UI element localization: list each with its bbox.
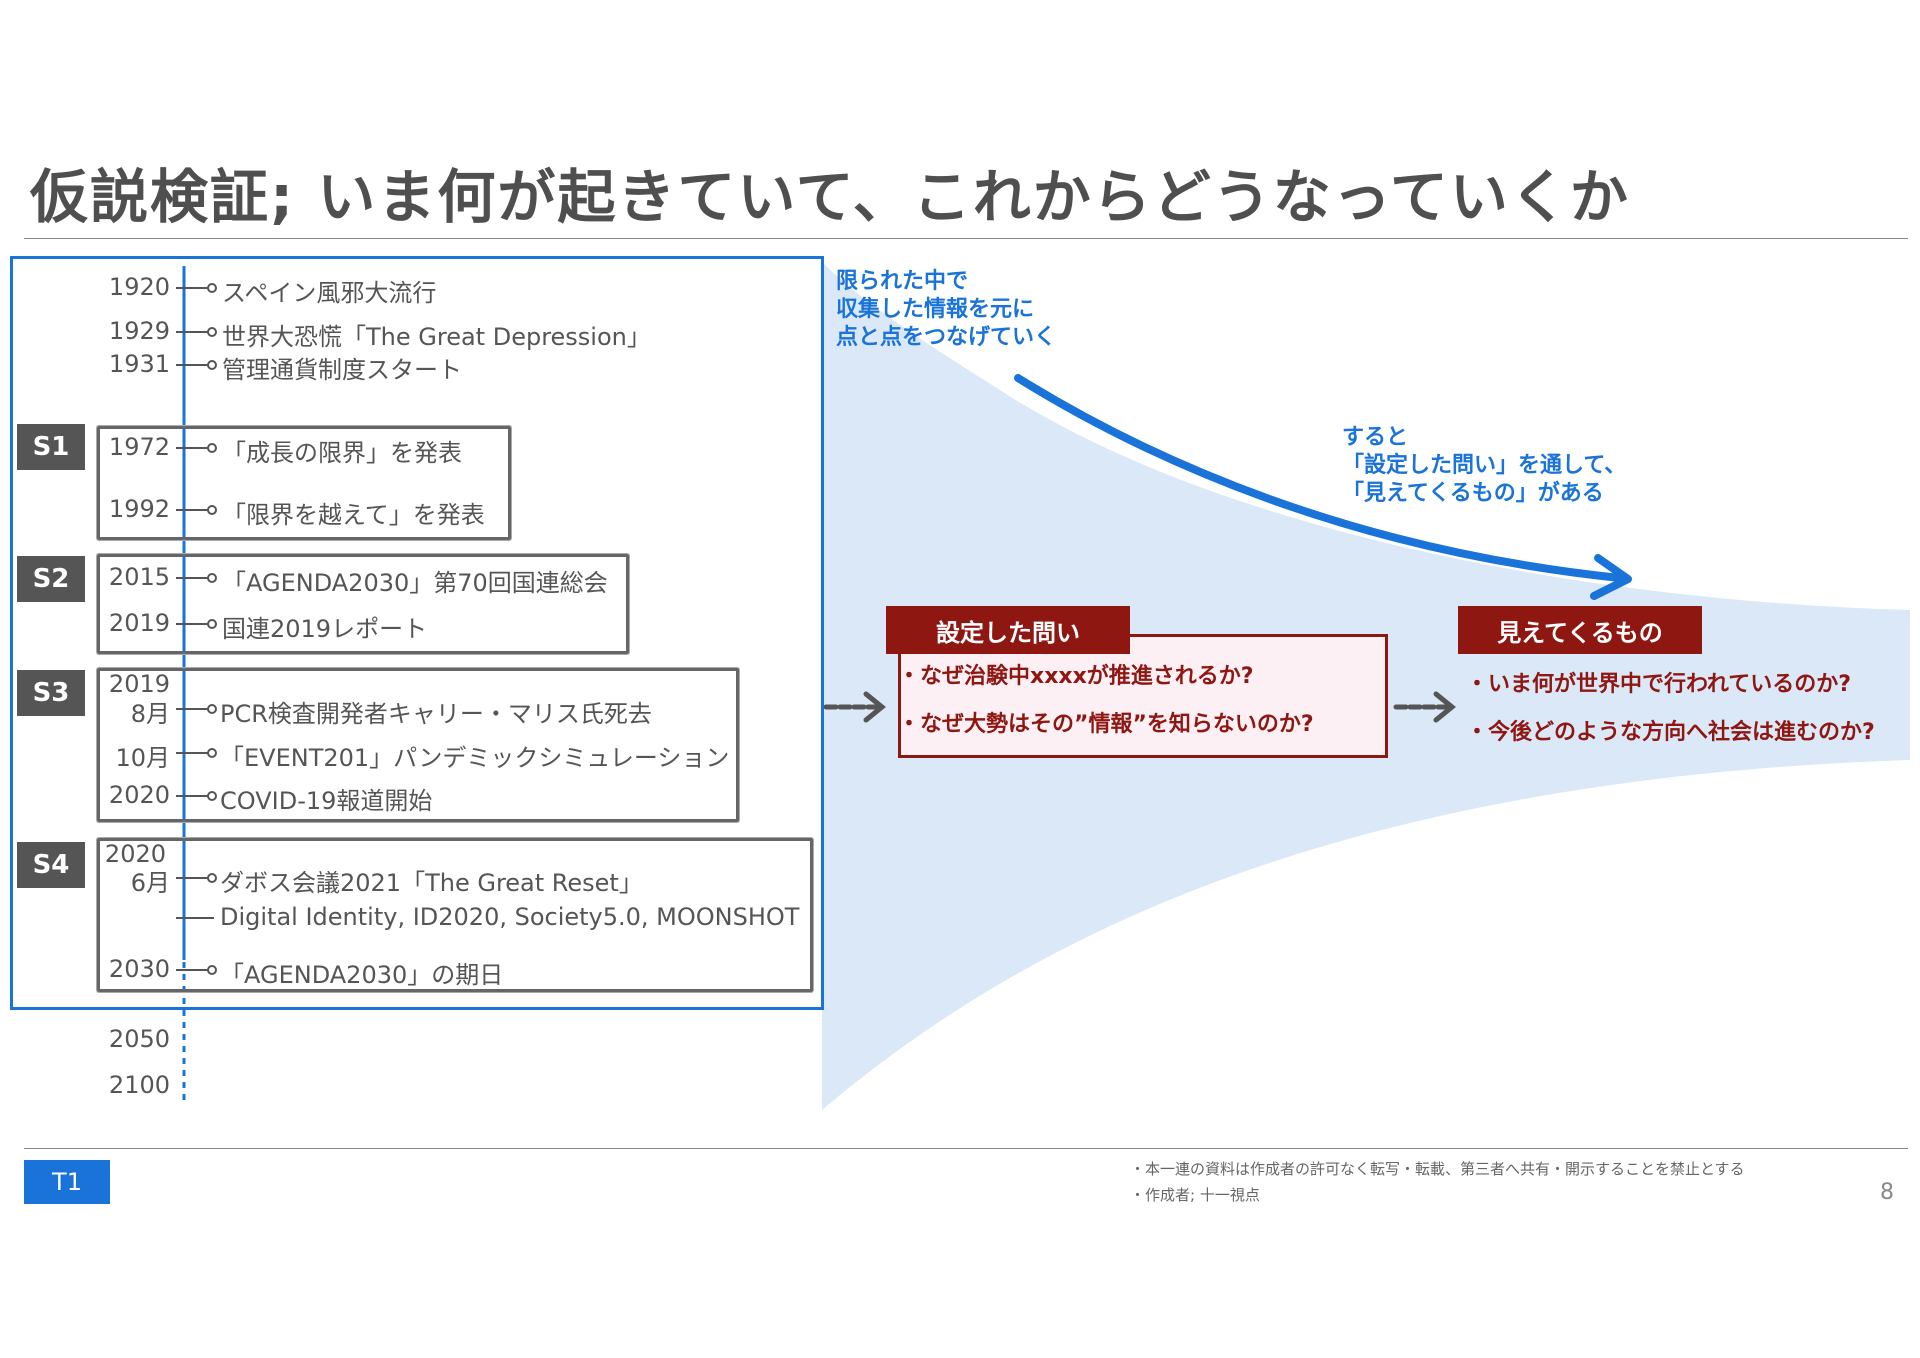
year-1929: 1929 (108, 317, 170, 345)
event-covid19: COVID-19報道開始 (220, 787, 433, 815)
note-mid-line-1: すると (1342, 425, 1409, 450)
note-top-line-2: 収集した情報を元に (836, 297, 1035, 322)
note-connect-dots: 限られた中で 収集した情報を元に 点と点をつなげていく (836, 268, 1056, 352)
event-managed-currency: 管理通貨制度スタート (222, 356, 462, 384)
section-box-s2 (97, 554, 629, 654)
event-great-depression: 世界大恐慌「The Great Depression」 (222, 323, 651, 351)
event-beyond-limits: 「限界を越えて」を発表 (222, 501, 485, 529)
event-un-report-2019: 国連2019レポート (222, 615, 428, 643)
section-box-s1 (97, 426, 511, 540)
footer-notice: ・本一連の資料は作成者の許可なく転写・転載、第三者へ共有・開示することを禁止とす… (1130, 1160, 1745, 1178)
year-2019: 2019 (108, 609, 170, 637)
slide-tag: T1 (24, 1160, 110, 1204)
insight-item-1: ・いま何が世界中で行われているのか? (1466, 672, 1852, 697)
tick-2030 (176, 965, 217, 975)
note-mid-line-3: 「見えてくるもの」がある (1342, 481, 1604, 506)
year-1931: 1931 (108, 350, 170, 378)
right-connector-arrow (1393, 691, 1456, 723)
tick-2019 (176, 619, 217, 629)
tick-1992 (176, 505, 217, 515)
section-label-s4: S4 (17, 842, 85, 888)
curved-arrow (1014, 374, 1624, 582)
year-1972: 1972 (108, 433, 170, 461)
event-agenda2030-deadline: 「AGENDA2030」の期日 (220, 961, 504, 989)
year-2015: 2015 (108, 563, 170, 591)
left-connector-arrow (823, 691, 886, 723)
year-2100: 2100 (108, 1071, 170, 1099)
event-event201: 「EVENT201」パンデミックシミュレーション (220, 744, 730, 772)
month-2019-10: 10月 (115, 744, 170, 772)
event-agenda2030: 「AGENDA2030」第70回国連総会 (222, 569, 608, 597)
section-label-s3: S3 (17, 670, 85, 716)
section-box-s4 (97, 838, 813, 992)
footer-author: ・作成者; 十一視点 (1130, 1186, 1260, 1204)
section-label-s1: S1 (17, 424, 85, 470)
event-great-reset: ダボス会議2021「The Great Reset」 (220, 869, 643, 897)
page-number: 8 (1880, 1180, 1894, 1205)
tick-1931 (176, 360, 217, 370)
insights-label: 見えてくるもの (1458, 606, 1702, 654)
month-2020-06: 6月 (130, 869, 170, 897)
section-box-s3 (97, 668, 739, 822)
note-top-line-3: 点と点をつなげていく (836, 325, 1057, 350)
event-kary-mullis: PCR検査開発者キャリー・マリス氏死去 (220, 700, 652, 728)
year-1920: 1920 (108, 273, 170, 301)
event-limits-to-growth: 「成長の限界」を発表 (222, 439, 462, 467)
tick-2019-08 (176, 704, 217, 714)
curved-arrow-head (1590, 554, 1632, 600)
title-divider (24, 238, 1908, 239)
questions-label: 設定した問い (886, 606, 1130, 654)
tick-1972 (176, 443, 217, 453)
year-2030: 2030 (108, 955, 170, 983)
footer-divider (24, 1148, 1908, 1149)
page-title: 仮説検証; いま何が起きていて、これからどうなっていくか (30, 163, 1630, 231)
note-then-see: すると 「設定した問い」を通して、 「見えてくるもの」がある (1342, 424, 1626, 508)
event-spanish-flu: スペイン風邪大流行 (222, 279, 437, 307)
tick-1920 (176, 283, 217, 293)
year-1992: 1992 (108, 495, 170, 523)
tick-2020-06 (176, 873, 217, 883)
questions-box (898, 634, 1388, 758)
event-digital-identity: Digital Identity, ID2020, Society5.0, MO… (220, 903, 800, 931)
timeline-frame (10, 256, 824, 1010)
tick-1929 (176, 327, 217, 337)
insight-item-2: ・今後どのような方向へ社会は進むのか? (1466, 720, 1875, 745)
question-item-2: ・なぜ大勢はその”情報”を知らないのか? (898, 712, 1314, 737)
question-item-1: ・なぜ治験中xxxxが推進されるか? (898, 664, 1254, 689)
note-mid-line-2: 「設定した問い」を通して、 (1342, 453, 1627, 478)
tick-2015 (176, 573, 217, 583)
note-top-line-1: 限られた中で (836, 269, 969, 294)
year-2020: 2020 (108, 781, 170, 809)
tick-2019-10 (176, 748, 217, 758)
year-2019-s3: 2019 (108, 670, 170, 698)
year-2050: 2050 (108, 1025, 170, 1053)
year-2020-s4: 2020 (104, 840, 166, 868)
section-label-s2: S2 (17, 556, 85, 602)
tick-2020 (176, 791, 217, 801)
month-2019-08: 8月 (130, 700, 170, 728)
